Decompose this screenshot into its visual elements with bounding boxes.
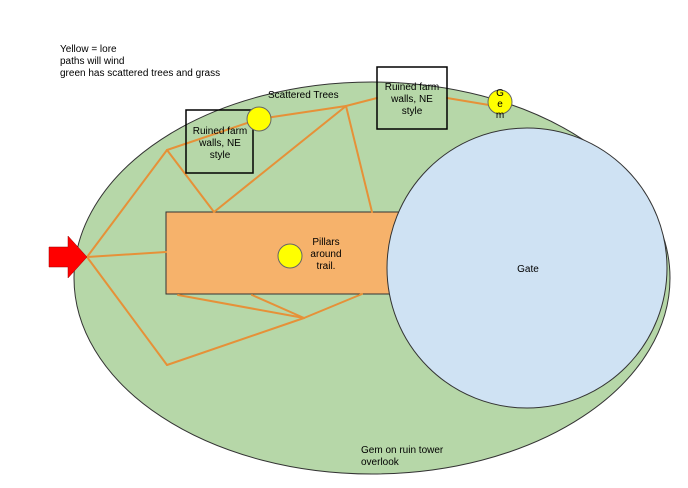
farm-walls-right-label: Ruined farm (385, 82, 439, 93)
path-segment (86, 256, 168, 366)
lore-marker-gem (487, 89, 513, 115)
gem-label: e (497, 99, 503, 110)
path-segment (177, 294, 305, 319)
path-segment (258, 105, 347, 120)
path-segment (213, 105, 347, 213)
farm-walls-left-label: walls, NE (198, 138, 241, 149)
path-segment (345, 97, 378, 107)
path-segment (166, 118, 260, 151)
entrance-arrow-icon (48, 235, 88, 279)
path-segment (86, 149, 168, 258)
pillars-label: Pillars (312, 237, 339, 248)
farm-walls-left-label: Ruined farm (193, 126, 247, 137)
gem-label: G (496, 88, 504, 99)
path-segment (251, 294, 305, 319)
path-segment (166, 317, 305, 366)
legend-note: green has scattered trees and grass (60, 68, 220, 79)
farm-walls-left (185, 109, 254, 174)
gem-tower-label: Gem on ruin tower (361, 445, 444, 456)
gate-label: Gate (517, 264, 539, 275)
legend-note: Yellow = lore (60, 44, 117, 55)
gem-tower-label: overlook (361, 457, 400, 468)
legend-note: paths will wind (60, 56, 124, 67)
farm-walls-right (376, 66, 448, 130)
paths (86, 97, 490, 366)
lore-marker-pillars (277, 243, 303, 269)
lore-marker-trees (246, 106, 272, 132)
path-segment (345, 105, 373, 213)
farm-walls-right-label: style (402, 106, 423, 117)
path-segment (303, 293, 363, 319)
path-segment (446, 97, 490, 106)
pillars-label: around (310, 249, 341, 260)
pillars-label: trail. (317, 261, 336, 272)
farm-walls-left-label: style (210, 150, 231, 161)
farm-walls-right-label: walls, NE (390, 94, 433, 105)
path-segment (86, 251, 167, 258)
path-segment (166, 149, 215, 213)
scattered-trees-label: Scattered Trees (268, 90, 339, 101)
gate-area (386, 127, 668, 409)
gem-label: m (496, 110, 504, 121)
